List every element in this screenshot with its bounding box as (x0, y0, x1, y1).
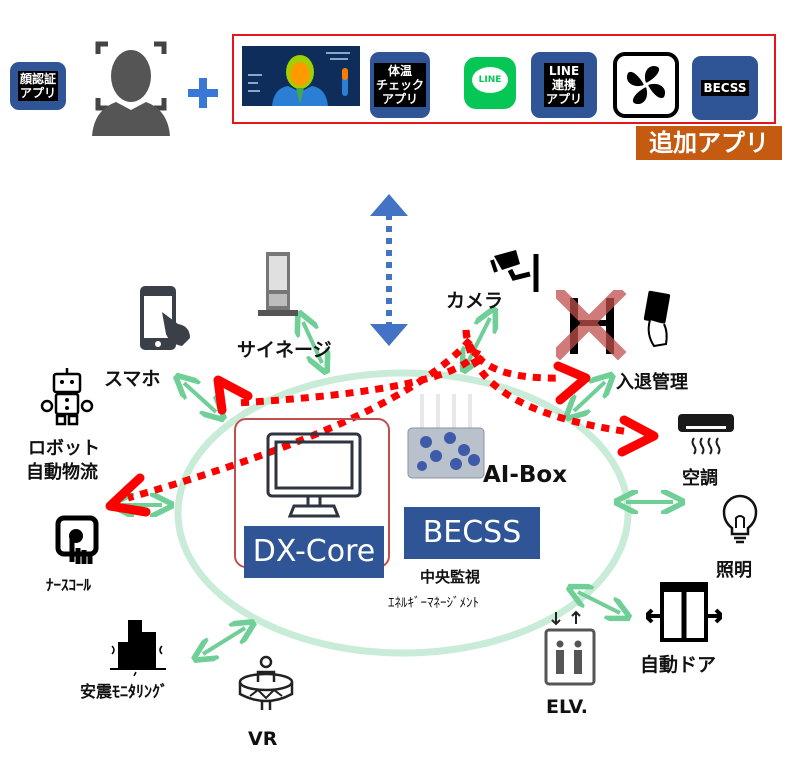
becss-subtitle-monitoring: 中央監視 (420, 568, 481, 586)
becss-subtitle-energy: ｴﾈﾙｷﾞｰﾏﾈｰｼﾞﾒﾝﾄ (388, 596, 479, 611)
seismic-monitoring-icon[interactable] (108, 616, 168, 676)
link-smartphone (184, 383, 216, 412)
face-auth-app-label: 顔認証アプリ (17, 71, 58, 101)
robot-icon[interactable] (36, 366, 98, 428)
fan-icon[interactable] (613, 52, 679, 118)
red-arrowhead-smartphone (213, 375, 253, 415)
monitor-icon (266, 432, 362, 518)
light-bulb-icon[interactable] (720, 494, 760, 546)
link-access-control (574, 382, 605, 411)
face-auth-app-tile[interactable]: 顔認証アプリ (10, 62, 66, 110)
red-link-aircon (462, 329, 631, 436)
auto-door-label: 自動ドア (640, 654, 717, 676)
addon-apps-tag: 追加アプリ (636, 126, 782, 160)
elevator-label: ELV. (546, 696, 588, 718)
air-conditioner-icon[interactable] (676, 412, 736, 456)
red-arrowhead-access (553, 361, 591, 405)
plus-icon (188, 78, 218, 108)
signage-icon[interactable] (256, 248, 300, 322)
ai-box-label: AI-Box (483, 462, 568, 488)
nurse-call-icon[interactable] (54, 514, 104, 570)
nurse-call-label: ﾅｰｽｺｰﾙ (46, 576, 92, 594)
link-camera (468, 318, 490, 362)
addon-apps-frame (232, 34, 776, 124)
robot-label-line2: 自動物流 (26, 462, 98, 483)
red-arrowhead-robot (105, 473, 151, 517)
vr-icon[interactable] (236, 654, 296, 714)
becss-app-tile[interactable]: BECSS (692, 56, 758, 120)
smartphone-icon[interactable] (138, 284, 198, 354)
red-link-robot (127, 337, 473, 502)
link-signage (303, 322, 322, 363)
smartphone-label: スマホ (104, 368, 161, 390)
signage-label: サイネージ (237, 339, 332, 361)
face-scan-icon (92, 41, 170, 136)
line-logo-text: LINE (472, 67, 508, 93)
access-control-icon[interactable] (556, 290, 676, 360)
robot-label-line1: ロボット (28, 438, 100, 459)
camera-label: カメラ (446, 290, 504, 312)
temp-check-app-label: 体温チェックアプリ (373, 63, 426, 107)
vr-label: VR (248, 728, 278, 750)
temp-check-app-tile[interactable]: 体温チェックアプリ (370, 52, 430, 118)
ai-box-device-icon (407, 394, 485, 479)
becss-label[interactable]: BECSS (404, 507, 540, 559)
red-link-access (462, 329, 561, 382)
elevator-icon[interactable] (542, 608, 598, 688)
red-link-smartphone (235, 348, 482, 407)
seismic-monitoring-label: 安震ﾓﾆﾀﾘﾝｸﾞ (80, 682, 169, 701)
line-app-icon[interactable]: LINE (464, 57, 516, 109)
dx-core-label[interactable]: DX-Core (244, 526, 384, 578)
becss-app-label: BECSS (701, 80, 749, 96)
cloud-link-arrow (370, 194, 408, 346)
lighting-label: 照明 (716, 560, 752, 581)
access-control-label: 入退管理 (616, 372, 688, 393)
auto-door-icon[interactable] (646, 580, 722, 642)
security-camera-icon[interactable] (490, 248, 546, 298)
air-conditioning-label: 空調 (682, 468, 718, 489)
link-seismic (203, 628, 245, 654)
thermal-camera-image (242, 46, 360, 106)
link-auto-door (578, 592, 620, 613)
red-arrowhead-aircon (617, 415, 659, 457)
